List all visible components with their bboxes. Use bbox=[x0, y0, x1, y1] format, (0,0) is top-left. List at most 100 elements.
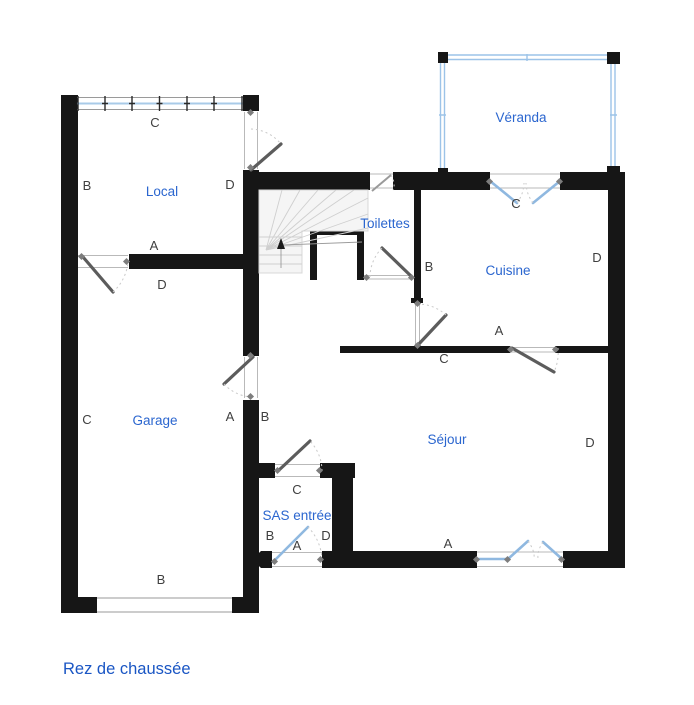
threshold-lines bbox=[78, 112, 563, 567]
wall-segment bbox=[414, 190, 421, 302]
veranda-glass-joints bbox=[439, 54, 617, 116]
wall-segment bbox=[310, 228, 317, 280]
wall-segment bbox=[322, 551, 477, 568]
veranda-post bbox=[438, 52, 448, 63]
door-swing-arc bbox=[112, 261, 129, 293]
french-door-veranda bbox=[488, 179, 562, 205]
door-leaf-left bbox=[488, 179, 519, 205]
jamb-mark bbox=[270, 557, 279, 566]
door-swing-arc bbox=[516, 182, 525, 204]
door-leaf-right bbox=[531, 179, 562, 205]
wall-letter-sas-left: B bbox=[266, 528, 275, 543]
door-garage-hall bbox=[222, 355, 255, 398]
room-label-sas-entree: SAS entrée bbox=[262, 508, 331, 523]
window-swing-arc bbox=[390, 174, 395, 191]
room-label-cuisine: Cuisine bbox=[485, 263, 530, 278]
wall-segment bbox=[563, 551, 625, 568]
jamb-mark bbox=[551, 345, 560, 354]
room-label-sejour: Séjour bbox=[427, 432, 467, 447]
stair-direction-arrow bbox=[277, 238, 285, 249]
wall-letter-garage-bottom: B bbox=[157, 572, 166, 587]
wall-letter-sejour-right: D bbox=[585, 435, 594, 450]
door-swing-arc bbox=[525, 182, 534, 204]
wall-letter-local-bottom: A bbox=[150, 238, 159, 253]
doors-layer bbox=[81, 128, 564, 564]
window-leaf bbox=[371, 174, 392, 192]
jamb-mark bbox=[472, 555, 481, 564]
window-swing-arc bbox=[537, 541, 544, 559]
wall-segment bbox=[259, 172, 370, 190]
door-leaf bbox=[276, 439, 312, 473]
stair-winder-lines bbox=[265, 189, 369, 251]
door-swing-arc bbox=[369, 247, 383, 278]
veranda-post bbox=[438, 168, 448, 182]
wall-segment bbox=[340, 346, 510, 353]
window-leaf-left bbox=[506, 539, 530, 561]
wall-letter-cuisine-right: D bbox=[592, 250, 601, 265]
door-sas-interior bbox=[276, 439, 323, 473]
jamb-mark bbox=[246, 351, 255, 360]
wall-letter-garage-left: C bbox=[82, 412, 91, 427]
jamb-mark bbox=[315, 466, 324, 475]
windows-layer bbox=[77, 96, 563, 613]
wall-letter-sejour-top: C bbox=[439, 351, 448, 366]
french-window-sejour bbox=[475, 539, 564, 561]
wall-segment bbox=[259, 463, 275, 478]
wall-letter-sejour-left: B bbox=[261, 409, 270, 424]
wall-segment bbox=[608, 172, 625, 568]
door-swing-arc bbox=[250, 128, 282, 145]
door-sas-entrance bbox=[271, 525, 323, 564]
room-label-garage: Garage bbox=[132, 413, 177, 428]
door-cuisine-hall bbox=[415, 303, 448, 348]
wall-segment bbox=[243, 400, 259, 613]
window-hall-north bbox=[371, 174, 395, 192]
wall-segment bbox=[332, 463, 353, 555]
wall-segment bbox=[61, 95, 78, 613]
walls-layer bbox=[61, 95, 625, 613]
jamb-mark bbox=[362, 273, 371, 282]
jamb-mark bbox=[246, 108, 255, 117]
jamb-mark bbox=[485, 177, 494, 186]
entrance-door-leaf bbox=[271, 525, 310, 564]
jamb-mark bbox=[77, 252, 86, 261]
jamb-mark bbox=[122, 257, 131, 266]
jamb-mark bbox=[407, 273, 416, 282]
jamb-mark bbox=[413, 299, 422, 308]
door-leaf bbox=[415, 313, 448, 348]
door-leaf bbox=[249, 142, 283, 172]
wall-letter-cuisine-top: C bbox=[511, 196, 520, 211]
room-label-local: Local bbox=[146, 184, 178, 199]
wall-segment bbox=[243, 95, 259, 111]
jamb-mark bbox=[555, 177, 564, 186]
jamb-mark bbox=[316, 555, 325, 564]
jamb-mark bbox=[246, 163, 255, 172]
window-leaf-right bbox=[541, 540, 564, 561]
wall-letter-garage-right: A bbox=[226, 409, 235, 424]
door-leaf bbox=[510, 346, 556, 374]
wall-letter-local-top: C bbox=[150, 115, 159, 130]
wall-segment bbox=[555, 346, 608, 353]
jamb-mark bbox=[503, 555, 512, 564]
door-swing-arc bbox=[416, 303, 447, 316]
jamb-mark bbox=[557, 555, 566, 564]
wall-letter-sas-bottom: A bbox=[293, 538, 302, 553]
door-leaf bbox=[380, 246, 414, 279]
door-swing-arc bbox=[309, 440, 323, 472]
window-swing-arc bbox=[527, 540, 535, 559]
staircase bbox=[258, 189, 369, 274]
wall-segment bbox=[357, 228, 364, 280]
wall-letter-sas-top: C bbox=[292, 482, 301, 497]
door-toilettes bbox=[369, 246, 414, 279]
veranda-post bbox=[607, 166, 620, 182]
jamb-marks bbox=[77, 108, 566, 566]
wall-letter-local-left: B bbox=[83, 178, 92, 193]
wall-letter-sas-right: D bbox=[321, 528, 330, 543]
wall-letter-cuisine-bottom: A bbox=[495, 323, 504, 338]
jamb-mark bbox=[246, 392, 255, 401]
room-label-toilettes: Toilettes bbox=[360, 216, 410, 231]
wall-letter-garage-top: D bbox=[157, 277, 166, 292]
wall-letter-sejour-bottom: A bbox=[444, 536, 453, 551]
wall-segment bbox=[232, 597, 259, 613]
room-label-veranda: Véranda bbox=[495, 110, 547, 125]
jamb-mark bbox=[273, 466, 282, 475]
